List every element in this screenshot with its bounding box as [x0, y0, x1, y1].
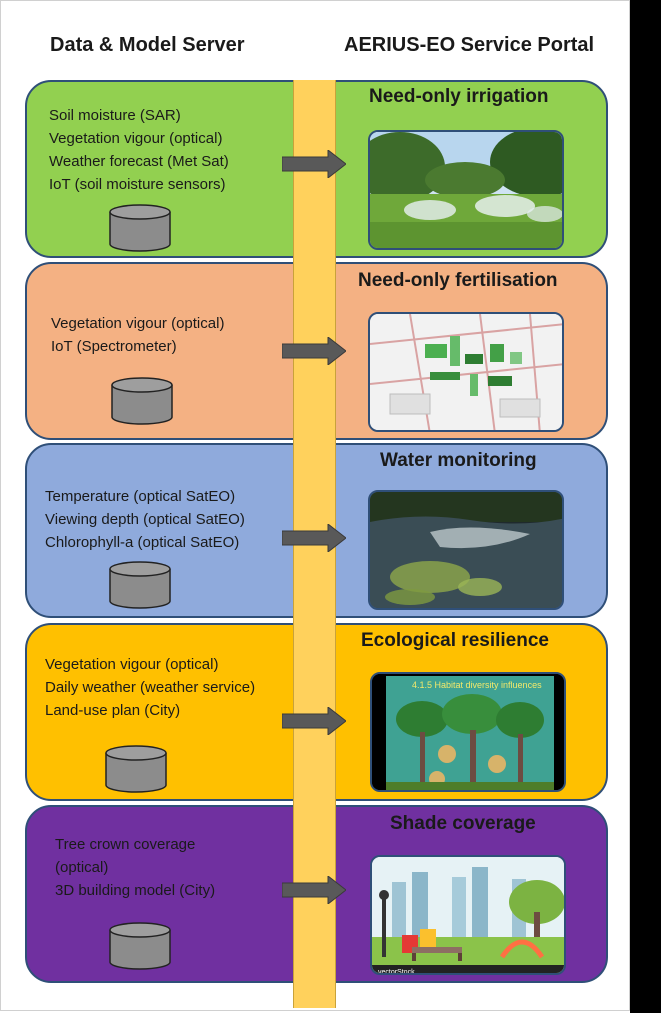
input-item: Weather forecast (Met Sat) [49, 153, 229, 170]
right-black-edge [630, 0, 661, 1013]
input-item: Vegetation vigour (optical) [51, 315, 225, 332]
arrow-right-icon [282, 707, 346, 735]
input-item: Viewing depth (optical SatEO) [45, 511, 245, 528]
habitat-diversity-slide: 4.1.5 Habitat diversity influences [370, 672, 566, 792]
input-item: Land-use plan (City) [45, 702, 181, 719]
watermark-text: vectorStock [378, 969, 415, 975]
input-item: Soil moisture (SAR) [49, 107, 181, 124]
lake-aerial-photo [368, 490, 564, 610]
input-item: Daily weather (weather service) [45, 679, 256, 696]
slide-caption: 4.1.5 Habitat diversity influences [412, 680, 542, 690]
arrow-right-icon [282, 150, 346, 178]
band-title: Need-only fertilisation [358, 270, 558, 291]
left-column-header: Data & Model Server [50, 34, 245, 56]
band-title: Need-only irrigation [369, 86, 549, 107]
database-icon [109, 922, 171, 970]
band-title: Shade coverage [390, 813, 536, 834]
database-icon [109, 561, 171, 609]
input-item: 3D building model (City) [55, 882, 216, 899]
input-item: IoT (soil moisture sensors) [49, 176, 226, 193]
database-icon [111, 377, 173, 425]
band-inputs: Tree crown coverage (optical) 3D buildin… [55, 833, 215, 902]
arrow-right-icon [282, 876, 346, 904]
band-title: Ecological resilience [361, 630, 549, 651]
band-inputs: Vegetation vigour (optical) Daily weathe… [45, 653, 255, 722]
input-item: Chlorophyll-a (optical SatEO) [45, 534, 240, 551]
input-item: (optical) [55, 859, 109, 876]
input-item: Tree crown coverage [55, 836, 196, 853]
input-item: IoT (Spectrometer) [51, 338, 177, 355]
vegetation-map [368, 312, 564, 432]
band-inputs: Temperature (optical SatEO) Viewing dept… [45, 485, 245, 554]
band-inputs: Vegetation vigour (optical) IoT (Spectro… [51, 312, 224, 358]
input-item: Vegetation vigour (optical) [49, 130, 223, 147]
database-icon [109, 204, 171, 252]
arrow-right-icon [282, 337, 346, 365]
band-inputs: Soil moisture (SAR) Vegetation vigour (o… [49, 104, 229, 196]
input-item: Vegetation vigour (optical) [45, 656, 219, 673]
sprinkler-lawn-photo [368, 130, 564, 250]
band-title: Water monitoring [380, 450, 537, 471]
arrow-right-icon [282, 524, 346, 552]
input-item: Temperature (optical SatEO) [45, 488, 236, 505]
right-column-header: AERIUS-EO Service Portal [344, 34, 595, 56]
database-icon [105, 745, 167, 793]
park-illustration: vectorStock [370, 855, 566, 975]
